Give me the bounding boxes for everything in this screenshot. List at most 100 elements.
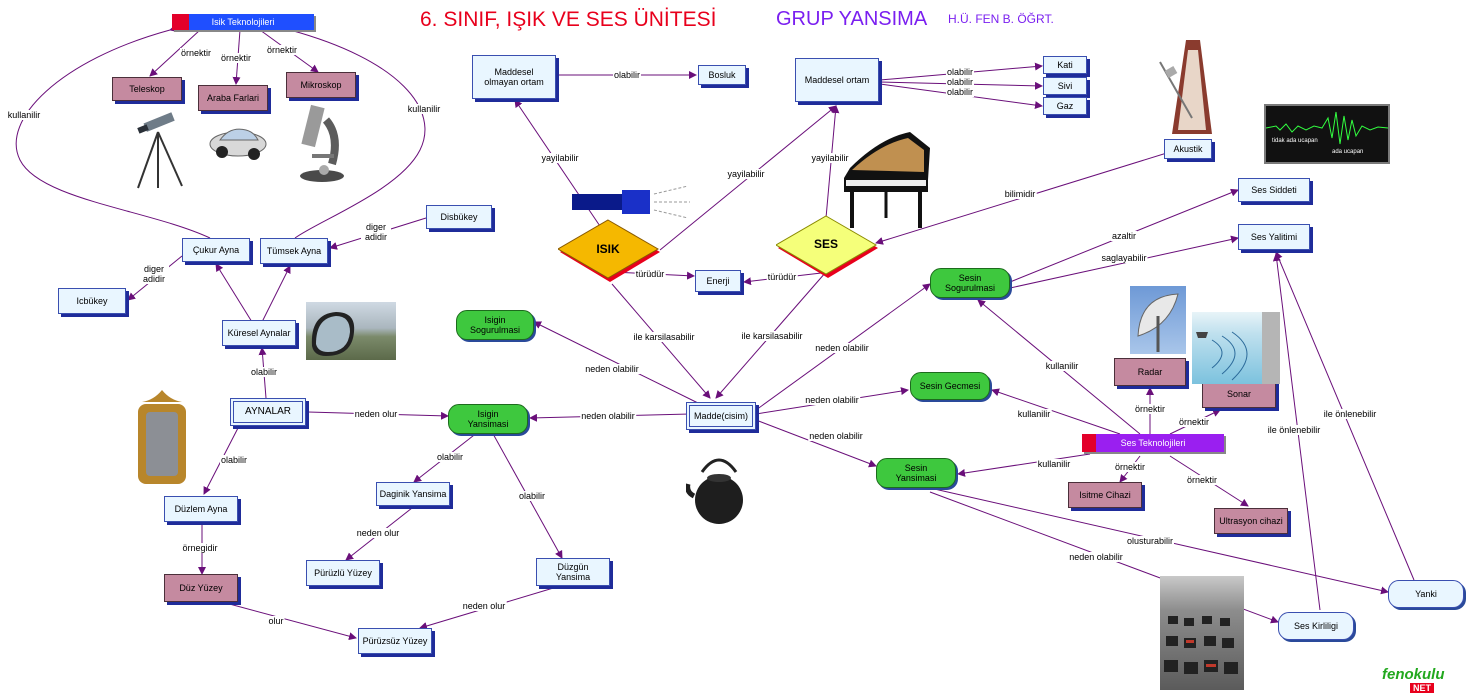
node-icbukey[interactable]: Icbükey: [58, 288, 126, 314]
metronome-image: [1159, 40, 1212, 134]
traffic-jam-image: [1160, 576, 1244, 690]
node-teleskop[interactable]: Teleskop: [112, 77, 182, 101]
node-mikroskop[interactable]: Mikroskop: [286, 72, 356, 98]
waveform-image: tidak ada ucapan ada ucapan: [1264, 104, 1390, 164]
node-puruzsuz-yuzey[interactable]: Pürüzsüz Yüzey: [358, 628, 432, 654]
label-neden-olabilir: neden olabilir: [804, 395, 860, 405]
node-sivi[interactable]: Sivi: [1043, 77, 1087, 95]
node-disbukey[interactable]: Disbükey: [426, 205, 492, 229]
label-olabilir: olabilir: [945, 87, 975, 97]
node-maddesel-olmayan-ortam[interactable]: Maddesel olmayan ortam: [472, 55, 556, 99]
node-isik-teknolojileri[interactable]: Isik Teknolojileri: [172, 14, 314, 30]
flashlight-image: [572, 186, 690, 218]
node-sesin-gecmesi[interactable]: Sesin Gecmesi: [910, 372, 990, 400]
node-daginik-yansima[interactable]: Daginik Yansima: [376, 482, 450, 506]
label-ile-onlenebilir: ile önlenebilir: [1266, 425, 1322, 435]
label-ornegidir: örnegidir: [181, 543, 219, 553]
ses-diamond-shape: [776, 215, 878, 278]
label-neden-olabilir: neden olabilir: [808, 431, 864, 441]
node-kati[interactable]: Kati: [1043, 56, 1087, 74]
node-ses-diamond[interactable]: SES: [776, 214, 880, 280]
node-sonar[interactable]: Sonar: [1202, 380, 1276, 408]
radar-dish-shape: [1137, 293, 1179, 352]
car-mirror-image: [306, 302, 396, 360]
label-bilimidir: bilimidir: [1003, 189, 1037, 199]
label-ornektir: örnektir: [219, 53, 253, 63]
node-isigin-sogurulmasi[interactable]: Isigin Sogurulmasi: [456, 310, 534, 340]
node-ultrasyon-cihazi[interactable]: Ultrasyon cihazi: [1214, 508, 1288, 534]
node-gaz[interactable]: Gaz: [1043, 97, 1087, 115]
label-neden-olabilir: neden olabilir: [814, 343, 870, 353]
microscope-image: [300, 104, 344, 182]
node-ses-kirliligi[interactable]: Ses Kirliligi: [1278, 612, 1354, 640]
label-diger-adidir: diger adidir: [139, 264, 169, 284]
label-neden-olur: neden olur: [353, 409, 399, 419]
ornate-mirror-image: [138, 390, 186, 484]
piano-image: [844, 132, 930, 228]
traffic-cars: [1164, 616, 1238, 674]
isik-diamond-shape: [558, 219, 660, 282]
label-olabilir: olabilir: [435, 452, 465, 462]
node-ses-teknolojileri[interactable]: Ses Teknolojileri: [1082, 434, 1224, 452]
group-name: GRUP YANSIMA: [776, 8, 928, 30]
label-olabilir: olabilir: [219, 455, 249, 465]
telescope-image: [137, 112, 183, 189]
label-ile-karsilasabilir: ile karsilasabilir: [632, 332, 696, 342]
node-sesin-yansimasi[interactable]: Sesin Yansimasi: [876, 458, 956, 488]
label-azaltir: azaltir: [1110, 231, 1138, 241]
label-ornektir: örnektir: [1113, 462, 1147, 472]
node-isitme-cihazi[interactable]: Isitme Cihazi: [1068, 482, 1142, 508]
node-duzgun-yansima[interactable]: Düzgün Yansima: [536, 558, 610, 586]
label-olur: olur: [267, 616, 285, 626]
label-ile-karsilasabilir: ile karsilasabilir: [740, 331, 804, 341]
label-olabilir: olabilir: [249, 367, 279, 377]
node-enerji[interactable]: Enerji: [695, 270, 741, 292]
label-saglayabilir: saglayabilir: [1100, 253, 1148, 263]
label-diger-adidir: diger adidir: [361, 222, 391, 242]
node-radar[interactable]: Radar: [1114, 358, 1186, 386]
label-ile-onlenebilir: ile önlenebilir: [1322, 409, 1378, 419]
author-note: H.Ü. FEN B. ÖĞRT.: [948, 12, 1054, 26]
node-aynalar[interactable]: AYNALAR: [230, 398, 306, 426]
sonar-image: [1192, 312, 1280, 384]
label-neden-olur: neden olur: [461, 601, 507, 611]
waveform-text-1: tidak ada ucapan: [1272, 138, 1318, 144]
mirror-shape: [311, 312, 355, 356]
node-isigin-yansimasi[interactable]: Isigin Yansimasi: [448, 404, 528, 434]
sonar-waves: [1196, 312, 1280, 384]
node-duz-yuzey[interactable]: Düz Yüzey: [164, 574, 238, 602]
label-neden-olabilir: neden olabilir: [1068, 552, 1124, 562]
label-ornektir: örnektir: [1185, 475, 1219, 485]
site-logo: fenokulu NET: [1382, 666, 1456, 696]
label-olabilir: olabilir: [945, 77, 975, 87]
node-bosluk[interactable]: Bosluk: [698, 65, 746, 85]
node-puruzlu-yuzey[interactable]: Pürüzlü Yüzey: [306, 560, 380, 586]
waveform-text-2: ada ucapan: [1332, 149, 1364, 155]
node-duzlem-ayna[interactable]: Düzlem Ayna: [164, 496, 238, 522]
node-kuresel-aynalar[interactable]: Küresel Aynalar: [222, 320, 296, 346]
node-cukur-ayna[interactable]: Çukur Ayna: [182, 238, 250, 262]
car-image: [209, 128, 267, 160]
label-ornektir: örnektir: [179, 48, 213, 58]
label-ornektir: örnektir: [1133, 404, 1167, 414]
node-madde-cisim[interactable]: Madde(cisim): [686, 402, 756, 430]
node-akustik[interactable]: Akustik: [1164, 139, 1212, 159]
node-isik-diamond[interactable]: ISIK: [558, 218, 662, 284]
node-araba-farlari[interactable]: Araba Farlari: [198, 85, 268, 111]
node-maddesel-ortam[interactable]: Maddesel ortam: [795, 58, 879, 102]
node-tumsek-ayna[interactable]: Tümsek Ayna: [260, 238, 328, 264]
page-title: 6. SINIF, IŞIK VE SES ÜNİTESİ: [420, 8, 717, 31]
isik-label: ISIK: [596, 242, 620, 256]
node-yanki[interactable]: Yanki: [1388, 580, 1464, 608]
label-turudur: türüdür: [634, 269, 666, 279]
label-kullanilir: kullanilir: [1016, 409, 1052, 419]
node-ses-yalitimi[interactable]: Ses Yalitimi: [1238, 224, 1310, 250]
node-sesin-sogurulmasi[interactable]: Sesin Sogurulmasi: [930, 268, 1010, 298]
label-yayilabilir: yayilabilir: [726, 169, 766, 179]
label-neden-olur: neden olur: [355, 528, 401, 538]
logo-subtext: NET: [1410, 683, 1434, 693]
node-ses-siddeti[interactable]: Ses Siddeti: [1238, 178, 1310, 202]
label-yayilabilir: yayilabilir: [540, 153, 580, 163]
label-neden-olabilir: neden olabilir: [580, 411, 636, 421]
